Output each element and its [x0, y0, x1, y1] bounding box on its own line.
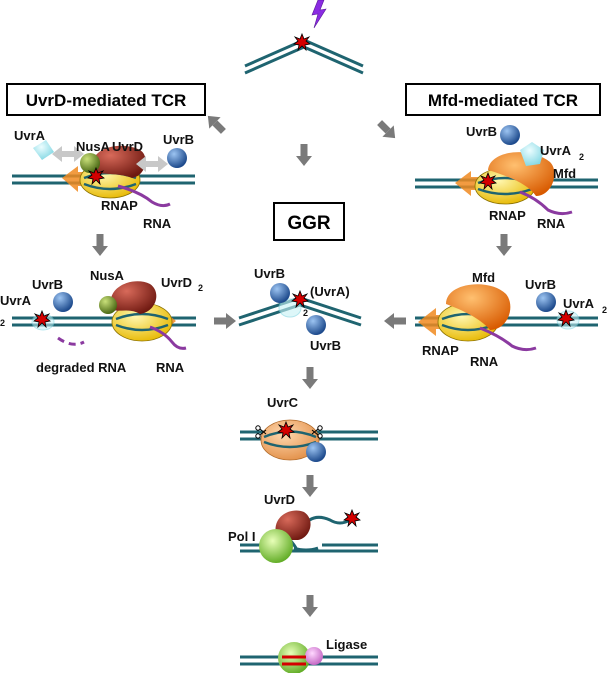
uvrb-ball-2 [306, 315, 326, 335]
label-rna: RNA [156, 360, 185, 375]
arrow-to-ligase [302, 595, 318, 617]
label-uvra-sub: 2 [0, 318, 5, 328]
rna [519, 190, 573, 216]
uvrb-ball [500, 125, 520, 145]
nusa [80, 153, 100, 173]
flow-arrows [92, 115, 512, 617]
panel-uvrc: UvrC [240, 395, 378, 462]
uvrb-ball [306, 442, 326, 462]
uvrc [260, 419, 320, 461]
label-rna: RNA [537, 216, 566, 231]
arrow-to-uvrd-tcr [207, 115, 226, 134]
label-uvrb: UvrB [254, 266, 285, 281]
uvra-small [33, 140, 54, 160]
label-pol-i: Pol I [228, 529, 255, 544]
label-rna: RNA [143, 216, 172, 231]
double-arrow-left [52, 146, 84, 162]
nusa [99, 296, 117, 314]
label-uvrd2: UvrD [161, 275, 192, 290]
panel-pol-i: UvrD Pol I [228, 492, 378, 563]
label-uvrb-2: UvrB [310, 338, 341, 353]
uvra2-shape [520, 142, 544, 166]
panel-uvrd-tcr-1: UvrA NusA UvrD UvrB RNAP RNA [12, 128, 195, 231]
arrow-to-pol [302, 475, 318, 497]
ligase [305, 647, 323, 665]
label-uvra-sub: 2 [303, 308, 308, 318]
label-rna: RNA [470, 354, 499, 369]
ggr-box: GGR [273, 202, 345, 241]
mfd [446, 284, 511, 330]
arrow-to-uvrc [302, 367, 318, 389]
label-uvrb: UvrB [525, 277, 556, 292]
ggr-title: GGR [287, 213, 331, 234]
arrow-to-mfd-tcr [377, 120, 396, 139]
label-uvrd: UvrD [112, 139, 143, 154]
degraded-rna [57, 336, 85, 346]
mfd-tcr-box: Mfd-mediated TCR [405, 83, 601, 116]
uvrd [91, 145, 146, 178]
scissors-icon [255, 425, 323, 439]
label-uvra2-sub: 2 [602, 305, 607, 315]
label-ligase: Ligase [326, 637, 367, 652]
rna [117, 184, 171, 208]
label-uvrd2-sub: 2 [198, 283, 203, 293]
label-uvra: UvrA [0, 293, 32, 308]
label-uvra2-sub: 2 [579, 152, 584, 162]
arrow-to-ggr [296, 144, 312, 166]
label-rnap: RNAP [101, 198, 138, 213]
uv-lightning-icon [311, 0, 327, 29]
pol-i [259, 529, 293, 563]
uvrb-ball [270, 283, 290, 303]
uvrd-tcr-box: UvrD-mediated TCR [6, 83, 206, 116]
panel-ligase: Ligase [240, 637, 378, 673]
uvrd-tcr-title: UvrD-mediated TCR [26, 91, 187, 110]
label-nusa: NusA [76, 139, 111, 154]
panel-mfd-tcr-1: UvrB UvrA 2 Mfd RNAP RNA [415, 124, 598, 231]
label-uvra: UvrA [14, 128, 46, 143]
label-uvrc: UvrC [267, 395, 299, 410]
label-rnap: RNAP [489, 208, 526, 223]
double-arrow-right [136, 156, 168, 172]
rna [149, 325, 187, 350]
label-uvrb: UvrB [163, 132, 194, 147]
top-dna-lesion [244, 33, 364, 75]
uvrb-ball [53, 292, 73, 312]
uvrd2 [110, 281, 157, 314]
label-uvra2: UvrA [540, 143, 572, 158]
label-uvrb: UvrB [32, 277, 63, 292]
uvra-ghost [278, 298, 302, 318]
label-uvrd: UvrD [264, 492, 295, 507]
uvrb-ball [536, 292, 556, 312]
arrow-left-down [92, 234, 108, 256]
label-degraded-rna: degraded RNA [36, 360, 127, 375]
label-mfd: Mfd [472, 270, 495, 285]
uvrb-ball [167, 148, 187, 168]
arrow-left-to-center [214, 313, 236, 329]
rna [479, 326, 537, 352]
arrow-right-down [496, 234, 512, 256]
label-rnap: RNAP [422, 343, 459, 358]
panel-ggr: UvrB (UvrA) 2 UvrB [238, 266, 362, 353]
label-uvra-paren: (UvrA) [310, 284, 350, 299]
panel-uvrd-tcr-2: UvrB NusA UvrD 2 UvrA 2 degraded RNA RNA [0, 268, 203, 375]
label-nusa: NusA [90, 268, 125, 283]
label-mfd: Mfd [553, 166, 576, 181]
label-uvra2: UvrA [563, 296, 595, 311]
label-uvrb: UvrB [466, 124, 497, 139]
mfd-tcr-title: Mfd-mediated TCR [428, 91, 578, 110]
panel-mfd-tcr-2: Mfd UvrB UvrA 2 RNAP RNA [415, 270, 607, 369]
arrow-right-to-center [384, 313, 406, 329]
